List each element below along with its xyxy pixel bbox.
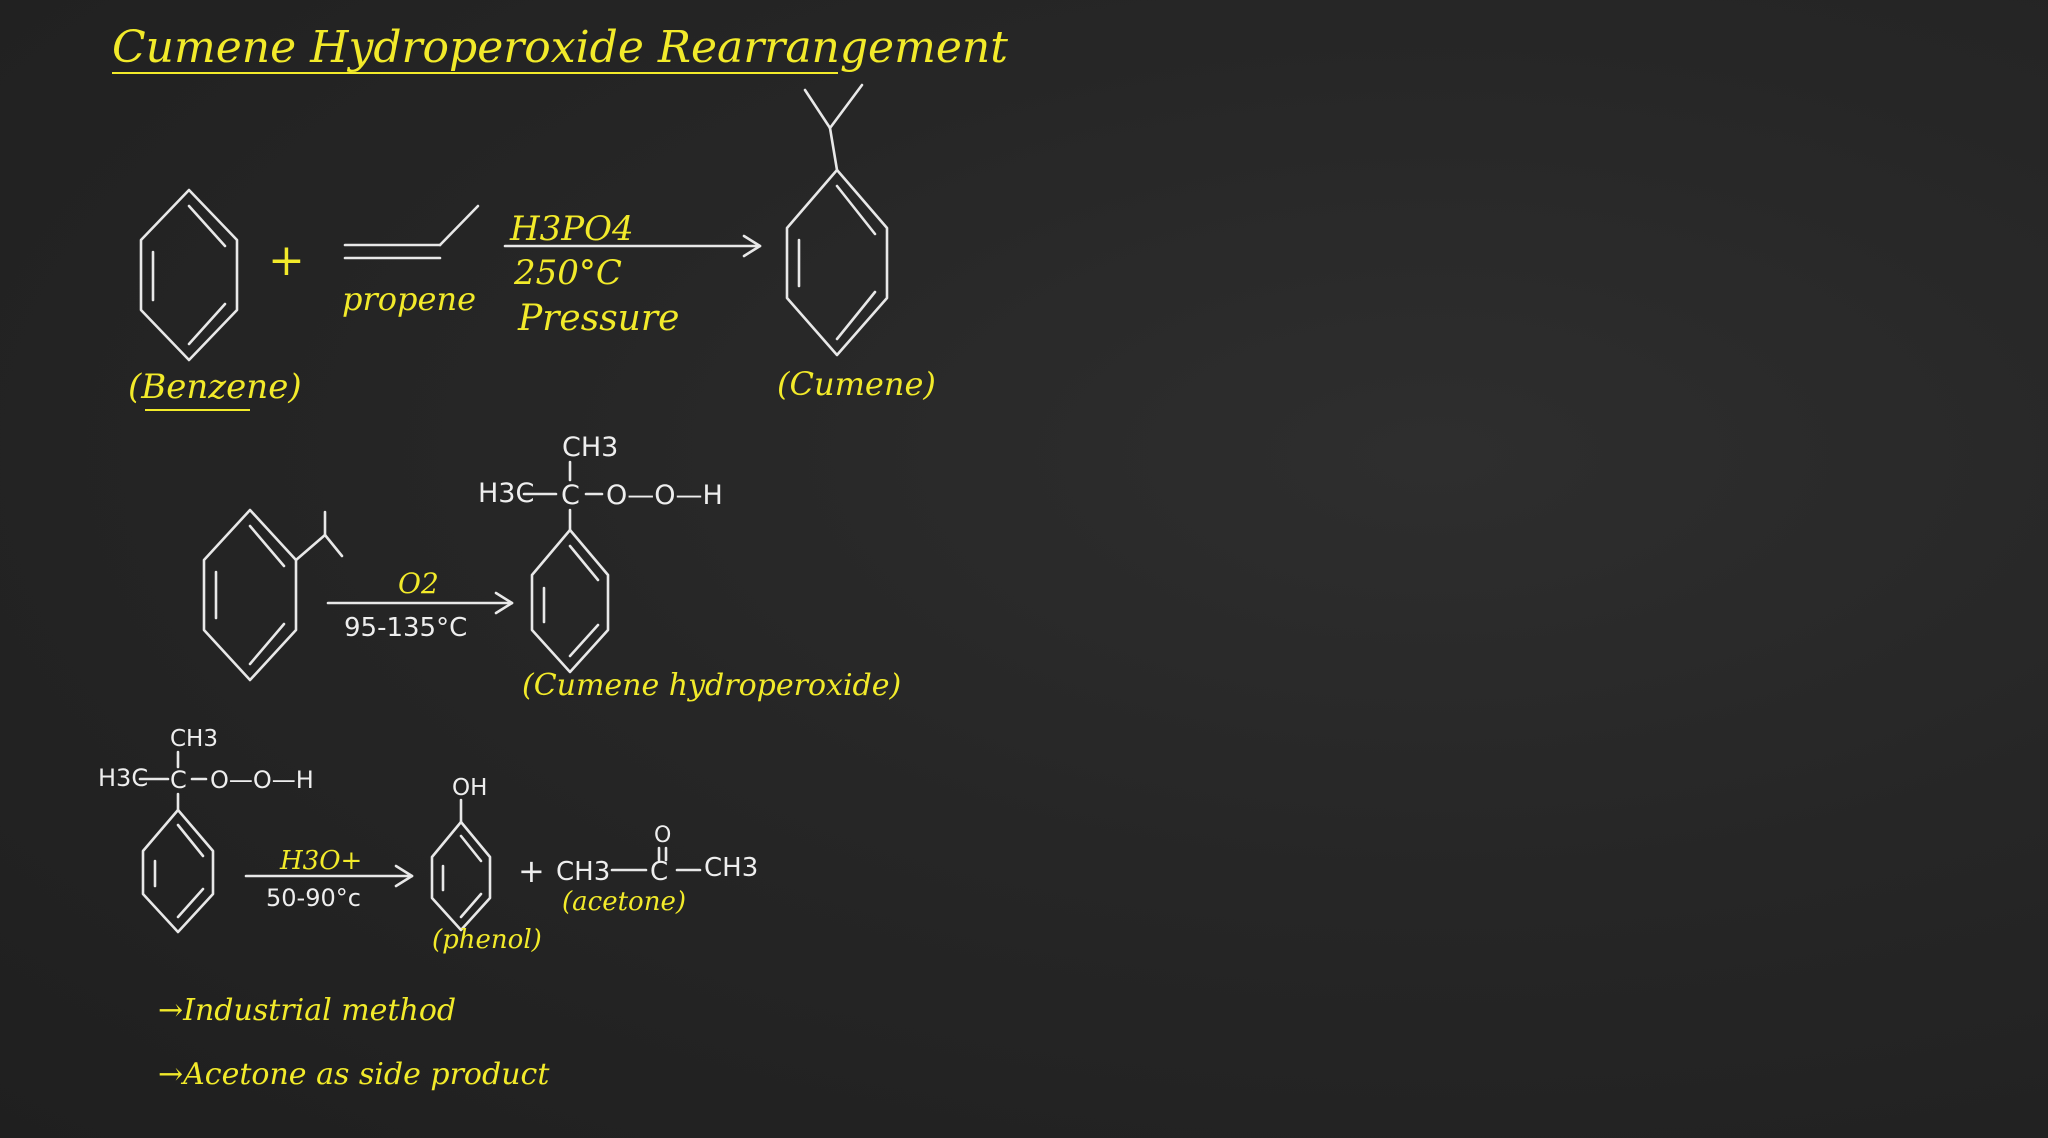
benzene-label: (Benzene): [128, 367, 302, 407]
arrowhead-3: [394, 864, 414, 888]
oxygen-reagent: O2: [398, 567, 439, 600]
page-title: Cumene Hydroperoxide Rearrangement: [112, 22, 1008, 73]
svg-text:CH3: CH3: [556, 857, 610, 887]
phenol-label: (phenol): [432, 925, 542, 955]
arrowhead-1: [742, 234, 762, 258]
plus-sign-1: +: [268, 235, 305, 286]
svg-text:C: C: [170, 766, 187, 794]
condition-temperature: 250°C: [513, 253, 622, 293]
note-acetone-side-product: →Acetone as side product: [158, 1057, 550, 1092]
condition-catalyst: H3PO4: [509, 209, 634, 249]
acetone-label: (acetone): [562, 887, 686, 917]
cumene-hydroperoxide-label: (Cumene hydroperoxide): [522, 668, 901, 703]
condition-pressure: Pressure: [517, 298, 679, 339]
hydroperoxide-reactant: CH3 H3C C O—O—H: [98, 726, 314, 934]
svg-text:C: C: [561, 480, 580, 511]
cumene-reactant: [202, 508, 344, 682]
note-industrial-method: →Industrial method: [158, 993, 456, 1028]
svg-text:CH3: CH3: [170, 726, 218, 752]
svg-text:O—O—H: O—O—H: [606, 480, 723, 511]
benzene-ring: [139, 188, 239, 362]
acetone-structure: O CH3 C CH3: [556, 823, 758, 887]
acid-reagent: H3O+: [279, 846, 362, 876]
svg-text:C: C: [650, 857, 668, 887]
svg-text:CH3: CH3: [704, 853, 758, 883]
svg-text:CH3: CH3: [562, 432, 618, 463]
cumene-label: (Cumene): [777, 365, 936, 403]
temperature-3: 50-90°c: [266, 884, 361, 912]
svg-text:OH: OH: [452, 775, 487, 801]
temperature-2: 95-135°C: [344, 613, 467, 643]
cumene-hydroperoxide-structure: CH3 H3C C O—O—H: [478, 432, 723, 674]
svg-text:O: O: [654, 823, 671, 848]
propene-label: propene: [342, 280, 476, 318]
propene-structure: [343, 204, 480, 260]
plus-sign-2: +: [518, 852, 545, 890]
phenol-structure: OH: [430, 775, 492, 932]
cumene-structure: [785, 83, 889, 357]
svg-text:O—O—H: O—O—H: [210, 766, 314, 794]
arrowhead-2: [494, 591, 514, 615]
